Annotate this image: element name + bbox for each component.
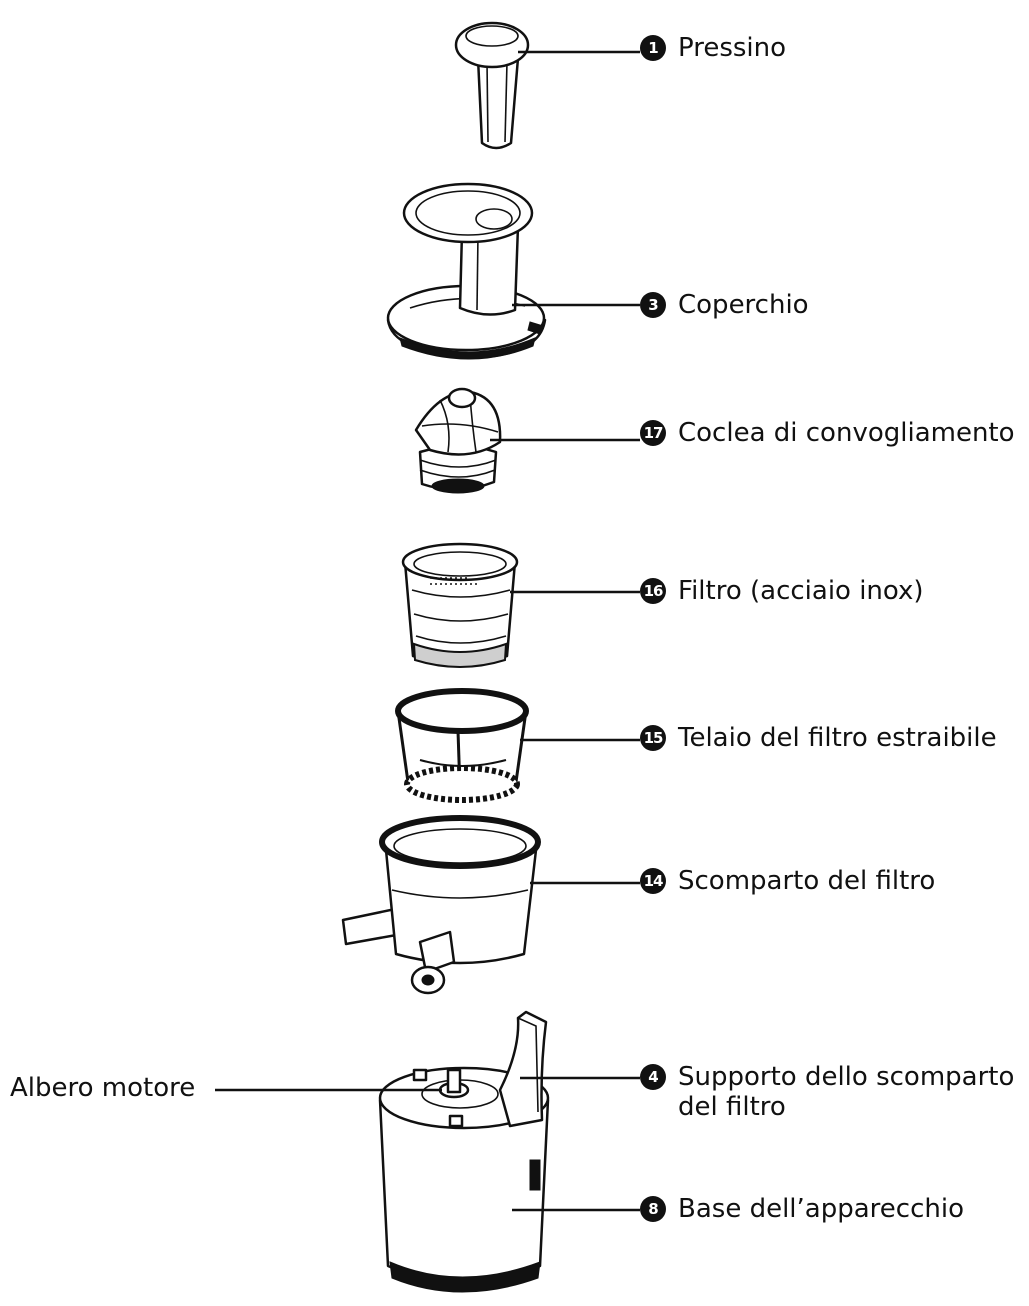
part-label: Scomparto del filtro [678, 866, 936, 896]
part-number-badge: 14 [640, 868, 666, 894]
part-label: Supporto dello scomparto [678, 1062, 1015, 1092]
label-telaio: 15 Telaio del filtro estraibile [640, 723, 997, 753]
label-albero-motore: Albero motore [10, 1073, 195, 1103]
part-number-badge: 17 [640, 420, 666, 446]
label-coperchio: 3 Coperchio [640, 290, 809, 320]
label-coclea: 17 Coclea di convogliamento [640, 418, 1015, 448]
part-number-badge: 4 [640, 1064, 666, 1090]
auger-drawing [414, 387, 502, 494]
lid-drawing [386, 182, 547, 360]
label-base: 8 Base dell’apparecchio [640, 1194, 964, 1224]
label-scomparto: 14 Scomparto del filtro [640, 866, 935, 896]
part-label-line2: del filtro [678, 1092, 786, 1122]
leader-lines [215, 50, 640, 1212]
frame-drawing [395, 688, 529, 803]
part-number-badge: 8 [640, 1196, 666, 1222]
part-number-badge: 15 [640, 725, 666, 751]
part-label: Base dell’apparecchio [678, 1194, 964, 1224]
part-label: Coclea di convogliamento [678, 418, 1015, 448]
part-label: Filtro (acciaio inox) [678, 576, 924, 606]
base-drawing [378, 1010, 550, 1293]
part-number-badge: 1 [640, 35, 666, 61]
part-label: Coperchio [678, 290, 809, 320]
filter-drawing [401, 542, 519, 668]
pusher-drawing [454, 21, 530, 150]
chamber-drawing [341, 815, 541, 995]
label-filtro: 16 Filtro (acciaio inox) [640, 576, 924, 606]
label-pressino: 1 Pressino [640, 33, 786, 63]
part-label: Telaio del filtro estraibile [678, 723, 997, 753]
part-number-badge: 16 [640, 578, 666, 604]
part-number-badge: 3 [640, 292, 666, 318]
part-label: Pressino [678, 33, 787, 63]
label-supporto: 4 Supporto dello scomparto del filtro [640, 1062, 1014, 1122]
albero-motore-label: Albero motore [10, 1073, 196, 1103]
